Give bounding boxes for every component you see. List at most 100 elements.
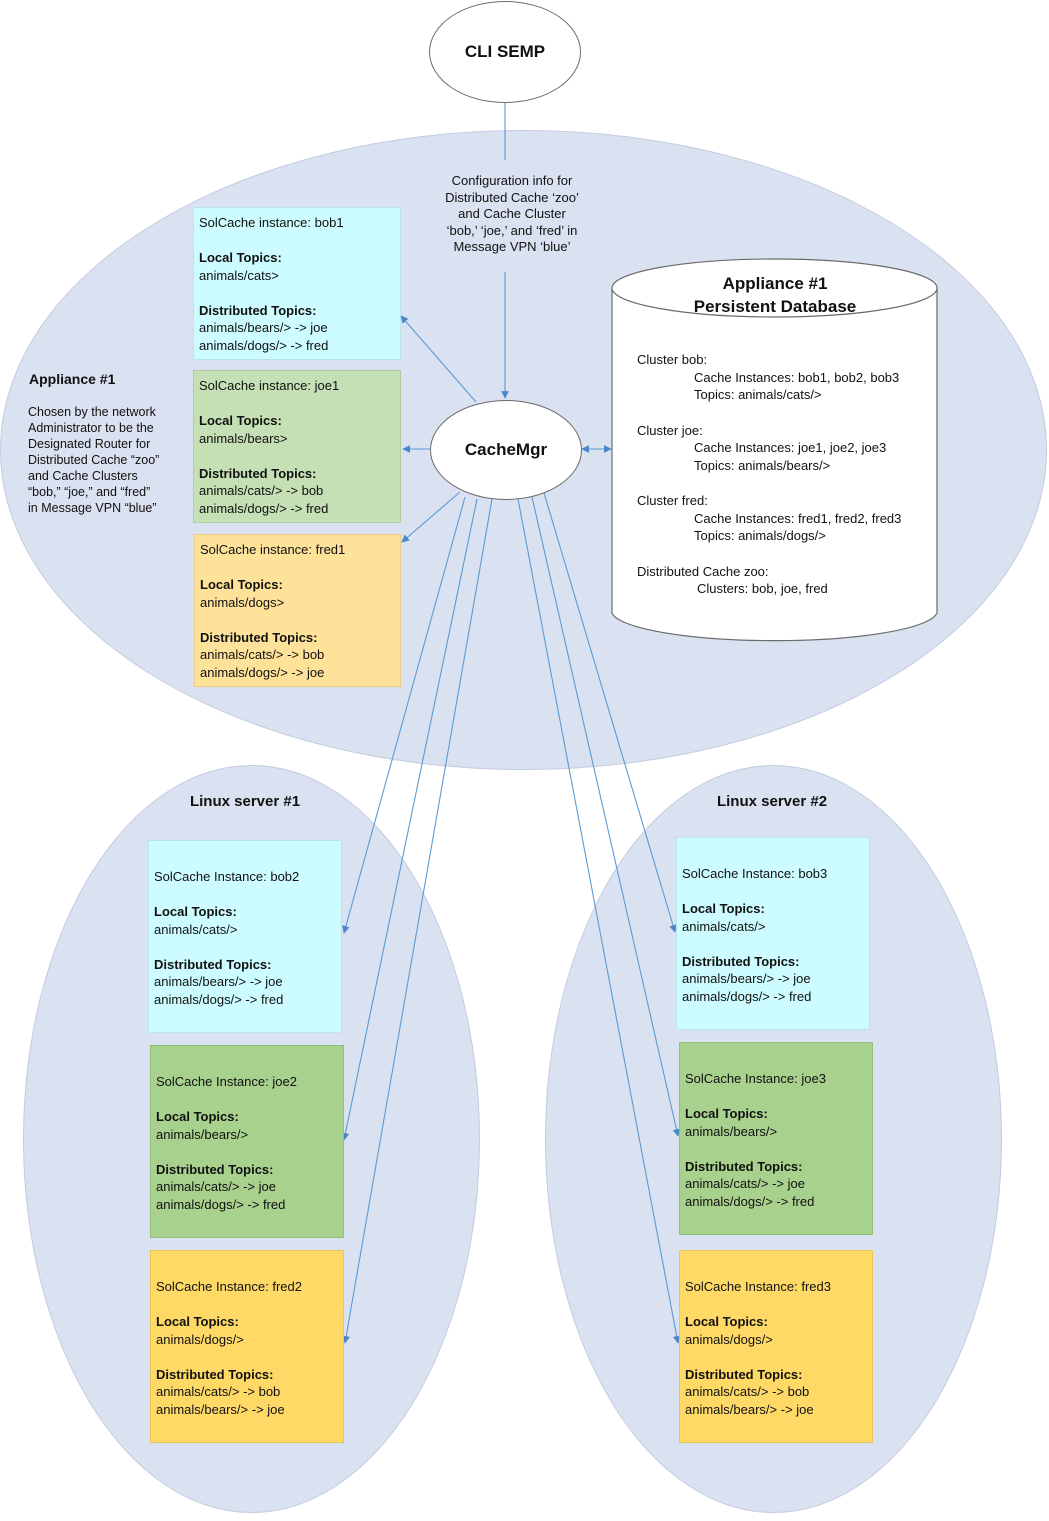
- instance-title: SolCache Instance: bob2: [154, 869, 300, 884]
- distributed-topic: animals/dogs/> -> fred: [685, 1193, 815, 1209]
- local-topic: animals/dogs>: [200, 594, 285, 610]
- distributed-topics-label: Distributed Topics:: [685, 1158, 803, 1174]
- distributed-topic: animals/bears/> -> joe: [682, 971, 811, 986]
- solcache-instance-fred3: SolCache Instance: fred3 Local Topics: a…: [679, 1250, 873, 1443]
- solcache-instance-joe2: SolCache Instance: joe2 Local Topics: an…: [150, 1045, 344, 1238]
- database-title-line1: Appliance #1: [722, 274, 828, 293]
- instance-title: SolCache Instance: bob3: [682, 866, 828, 881]
- distributed-topics-label: Distributed Topics:: [682, 953, 800, 969]
- local-topics-label: Local Topics:: [156, 1314, 239, 1329]
- appliance-description-line: “bob,” “joe,” and “fred”: [28, 485, 151, 499]
- appliance-description: Chosen by the network Administrator to b…: [28, 404, 178, 516]
- instance-title: SolCache Instance: joe2: [156, 1074, 297, 1089]
- distributed-topic: animals/bears/> -> joe: [154, 974, 283, 989]
- appliance-description-line: Administrator to be the: [28, 421, 154, 435]
- distributed-topics-label: Distributed Topics:: [685, 1366, 803, 1382]
- solcache-instance-bob1: SolCache instance: bob1 Local Topics: an…: [193, 207, 401, 360]
- local-topics-label: Local Topics:: [156, 1109, 239, 1124]
- cli-semp-node: CLI SEMP: [429, 1, 581, 103]
- database-contents: Cluster bob: Cache Instances: bob1, bob2…: [637, 351, 937, 598]
- cluster-topics: Topics: animals/bears/>: [694, 457, 831, 473]
- config-info-line: Configuration info for: [451, 173, 573, 188]
- local-topics-label: Local Topics:: [199, 413, 282, 428]
- local-topics-label: Local Topics:: [682, 901, 765, 916]
- cluster-topics: Topics: animals/dogs/>: [694, 528, 826, 543]
- distributed-topic: animals/dogs/> -> fred: [682, 988, 812, 1004]
- distributed-topic: animals/dogs/> -> fred: [199, 337, 329, 353]
- solcache-instance-joe3: SolCache Instance: joe3 Local Topics: an…: [679, 1042, 873, 1235]
- cluster-name: Cluster fred:: [637, 493, 708, 508]
- cli-semp-label: CLI SEMP: [464, 42, 546, 61]
- solcache-instance-bob3: SolCache Instance: bob3 Local Topics: an…: [676, 837, 870, 1030]
- distributed-topic: animals/cats/> -> bob: [156, 1384, 281, 1399]
- cachemgr-to-joe2-arrow: [341, 498, 478, 1141]
- local-topic: animals/cats/>: [682, 918, 766, 934]
- instance-title: SolCache instance: fred1: [200, 542, 346, 557]
- local-topic: animals/cats/>: [154, 921, 238, 937]
- distributed-topic: animals/cats/> -> bob: [199, 483, 324, 498]
- distributed-topics-label: Distributed Topics:: [199, 465, 317, 481]
- distributed-topic: animals/dogs/> -> fred: [154, 991, 284, 1007]
- config-info-line: ‘bob,’ ‘joe,’ and ‘fred’ in: [446, 222, 578, 238]
- cachemgr-label: CacheMgr: [464, 440, 548, 459]
- distributed-topic: animals/cats/> -> joe: [685, 1176, 805, 1191]
- local-topic: animals/bears>: [199, 430, 288, 446]
- instance-title: SolCache instance: bob1: [199, 215, 344, 230]
- cachemgr-node: CacheMgr: [430, 400, 582, 500]
- config-info-line: and Cache Cluster: [458, 206, 566, 221]
- config-info-line: Message VPN ‘blue’: [453, 239, 571, 254]
- distributed-topics-label: Distributed Topics:: [199, 302, 317, 318]
- distributed-topic: animals/cats/> -> bob: [685, 1384, 810, 1399]
- solcache-instance-fred2: SolCache Instance: fred2 Local Topics: a…: [150, 1250, 344, 1443]
- cachemgr-to-joe3-arrow: [531, 496, 681, 1137]
- local-topic: animals/dogs/>: [685, 1331, 773, 1347]
- distributed-topic: animals/dogs/> -> fred: [156, 1196, 286, 1212]
- config-info-text: Configuration info for Distributed Cache…: [432, 173, 592, 256]
- distributed-topics-label: Distributed Topics:: [156, 1161, 274, 1177]
- appliance-description-line: Chosen by the network: [28, 405, 156, 419]
- solcache-instance-bob2: SolCache Instance: bob2 Local Topics: an…: [148, 840, 342, 1033]
- config-info-line: Distributed Cache ‘zoo’: [445, 189, 579, 205]
- database-title-line2: Persistent Database: [693, 297, 857, 316]
- appliance-description-line: in Message VPN “blue”: [28, 501, 157, 515]
- linux-server-1-title: Linux server #1: [189, 793, 301, 810]
- distributed-topic: animals/dogs/> -> fred: [199, 500, 329, 516]
- cluster-name: Cluster bob:: [637, 352, 708, 367]
- instance-title: SolCache Instance: joe3: [685, 1071, 826, 1086]
- appliance-description-line: Distributed Cache “zoo”: [28, 453, 160, 467]
- local-topics-label: Local Topics:: [154, 904, 237, 919]
- distributed-topic: animals/bears/> -> joe: [199, 320, 328, 335]
- local-topic: animals/cats>: [199, 267, 279, 283]
- distributed-cache-clusters: Clusters: bob, joe, fred: [697, 581, 828, 596]
- linux-server-2-title: Linux server #2: [716, 793, 828, 810]
- local-topic: animals/bears/>: [156, 1126, 249, 1142]
- distributed-topic: animals/bears/> -> joe: [156, 1401, 285, 1417]
- cachemgr-to-bob3-arrow: [543, 492, 677, 933]
- solcache-instance-joe1: SolCache instance: joe1 Local Topics: an…: [193, 370, 401, 523]
- cluster-name: Cluster joe:: [637, 422, 703, 438]
- cluster-topics: Topics: animals/cats/>: [694, 387, 822, 402]
- cluster-instances: Cache Instances: joe1, joe2, joe3: [694, 440, 887, 455]
- database-cylinder: [611, 258, 938, 642]
- local-topics-label: Local Topics:: [199, 250, 282, 265]
- solcache-instance-fred1: SolCache instance: fred1 Local Topics: a…: [194, 534, 401, 687]
- appliance-title: Appliance #1: [29, 371, 116, 387]
- cachemgr-to-fred3-arrow: [517, 498, 681, 1344]
- distributed-cache-name: Distributed Cache zoo:: [637, 563, 769, 579]
- distributed-topic: animals/bears/> -> joe: [685, 1401, 814, 1417]
- instance-title: SolCache Instance: fred3: [685, 1279, 831, 1294]
- cachemgr-to-fred1-arrow: [401, 491, 461, 543]
- distributed-topics-label: Distributed Topics:: [200, 629, 318, 645]
- cachemgr-to-bob2-arrow: [342, 496, 466, 934]
- local-topics-label: Local Topics:: [685, 1314, 768, 1329]
- appliance-description-line: Designated Router for: [28, 437, 151, 451]
- local-topic: animals/bears/>: [685, 1123, 778, 1139]
- distributed-topic: animals/cats/> -> bob: [200, 647, 325, 662]
- cachemgr-to-fred2-arrow: [342, 498, 493, 1344]
- local-topics-label: Local Topics:: [685, 1106, 768, 1121]
- local-topics-label: Local Topics:: [200, 577, 283, 592]
- database-title: Appliance #1 Persistent Database: [611, 272, 939, 318]
- cluster-instances: Cache Instances: bob1, bob2, bob3: [694, 369, 900, 385]
- cachemgr-to-bob1-arrow: [400, 315, 477, 403]
